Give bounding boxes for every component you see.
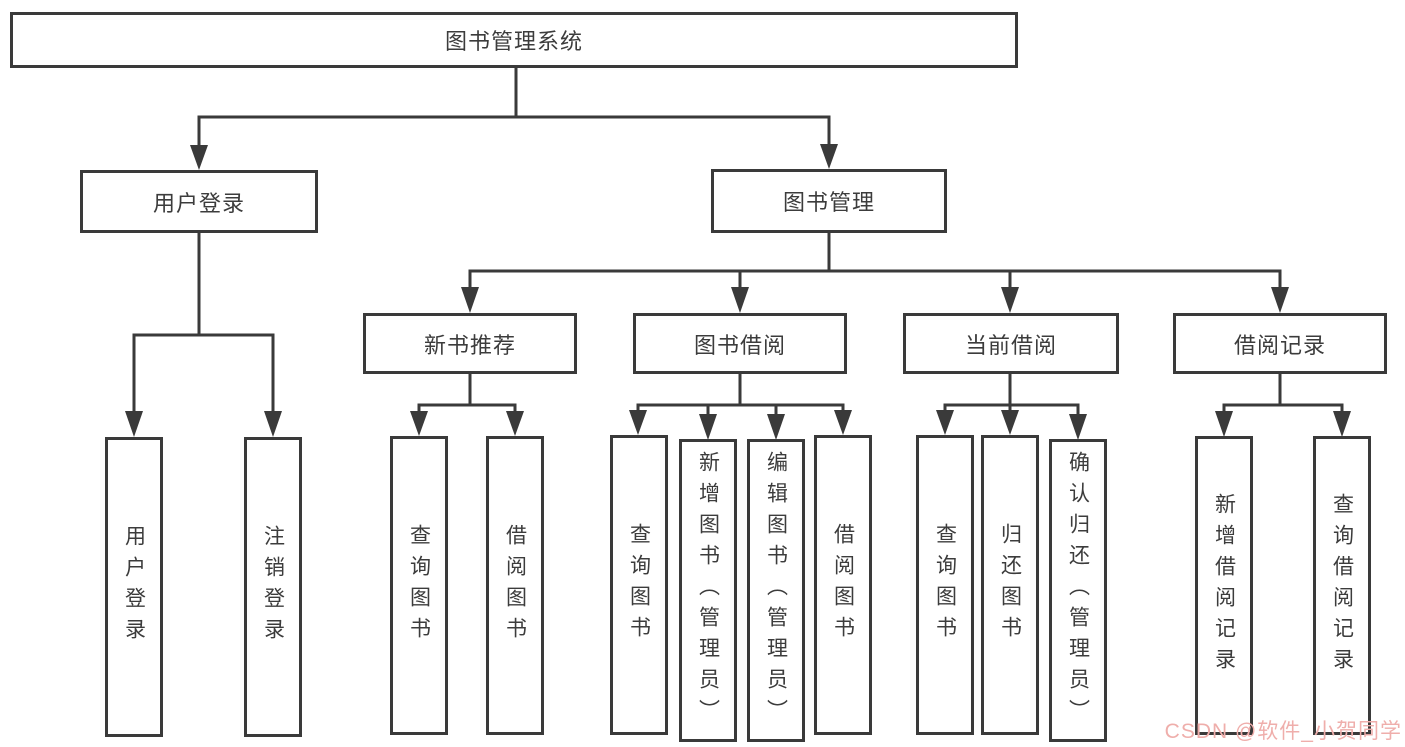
arrowheads xyxy=(125,144,1351,440)
leaf-bb-edit-books-admin-label: 编辑图书（管理员） xyxy=(764,451,788,730)
leaf-logout-label: 注销登录 xyxy=(261,525,285,649)
leaf-bb-add-books-admin-label: 新增图书（管理员） xyxy=(696,451,720,730)
node-root-label: 图书管理系统 xyxy=(444,29,583,54)
node-book-borrow: 图书借阅 xyxy=(633,313,847,374)
node-user-login-label: 用户登录 xyxy=(152,190,245,216)
leaf-cb-return-books: 归还图书 xyxy=(981,435,1039,735)
leaf-nbr-query-books-label: 查询图书 xyxy=(407,523,431,648)
leaf-bb-edit-books-admin: 编辑图书（管理员） xyxy=(747,439,805,742)
leaf-br-query-record-label: 查询借阅记录 xyxy=(1330,492,1354,679)
leaf-cb-confirm-return-admin: 确认归还（管理员） xyxy=(1049,439,1107,742)
leaf-cb-confirm-return-admin-label: 确认归还（管理员） xyxy=(1066,451,1090,730)
leaf-logout: 注销登录 xyxy=(244,437,302,737)
node-book-management: 图书管理 xyxy=(711,169,947,233)
leaf-bb-borrow-books: 借阅图书 xyxy=(814,435,872,735)
node-book-management-label: 图书管理 xyxy=(782,190,875,215)
node-current-borrow-label: 当前借阅 xyxy=(964,332,1057,358)
leaf-br-add-record: 新增借阅记录 xyxy=(1195,436,1253,735)
leaf-bb-query-books: 查询图书 xyxy=(610,435,668,735)
leaf-user-login-label: 用户登录 xyxy=(122,525,146,649)
csdn-watermark: CSDN @软件_小贺同学 xyxy=(1164,720,1402,743)
leaf-br-add-record-label: 新增借阅记录 xyxy=(1212,492,1236,679)
node-root: 图书管理系统 xyxy=(10,12,1018,68)
leaf-user-login: 用户登录 xyxy=(105,437,163,737)
node-borrow-records: 借阅记录 xyxy=(1173,313,1387,374)
leaf-cb-return-books-label: 归还图书 xyxy=(998,523,1022,647)
leaf-nbr-query-books: 查询图书 xyxy=(390,436,448,735)
leaf-br-query-record: 查询借阅记录 xyxy=(1313,436,1371,735)
node-current-borrow: 当前借阅 xyxy=(903,313,1119,374)
node-borrow-records-label: 借阅记录 xyxy=(1233,332,1326,358)
leaf-cb-query-books-label: 查询图书 xyxy=(933,523,957,647)
leaf-bb-add-books-admin: 新增图书（管理员） xyxy=(679,439,737,742)
leaf-bb-query-books-label: 查询图书 xyxy=(627,523,651,647)
leaf-bb-borrow-books-label: 借阅图书 xyxy=(831,523,855,647)
node-new-book-recommend-label: 新书推荐 xyxy=(423,332,516,358)
node-new-book-recommend: 新书推荐 xyxy=(363,313,577,374)
leaf-nbr-borrow-books-label: 借阅图书 xyxy=(503,523,527,648)
leaf-cb-query-books: 查询图书 xyxy=(916,435,974,735)
leaf-nbr-borrow-books: 借阅图书 xyxy=(486,436,544,735)
node-book-borrow-label: 图书借阅 xyxy=(693,332,786,358)
node-user-login: 用户登录 xyxy=(80,170,318,233)
